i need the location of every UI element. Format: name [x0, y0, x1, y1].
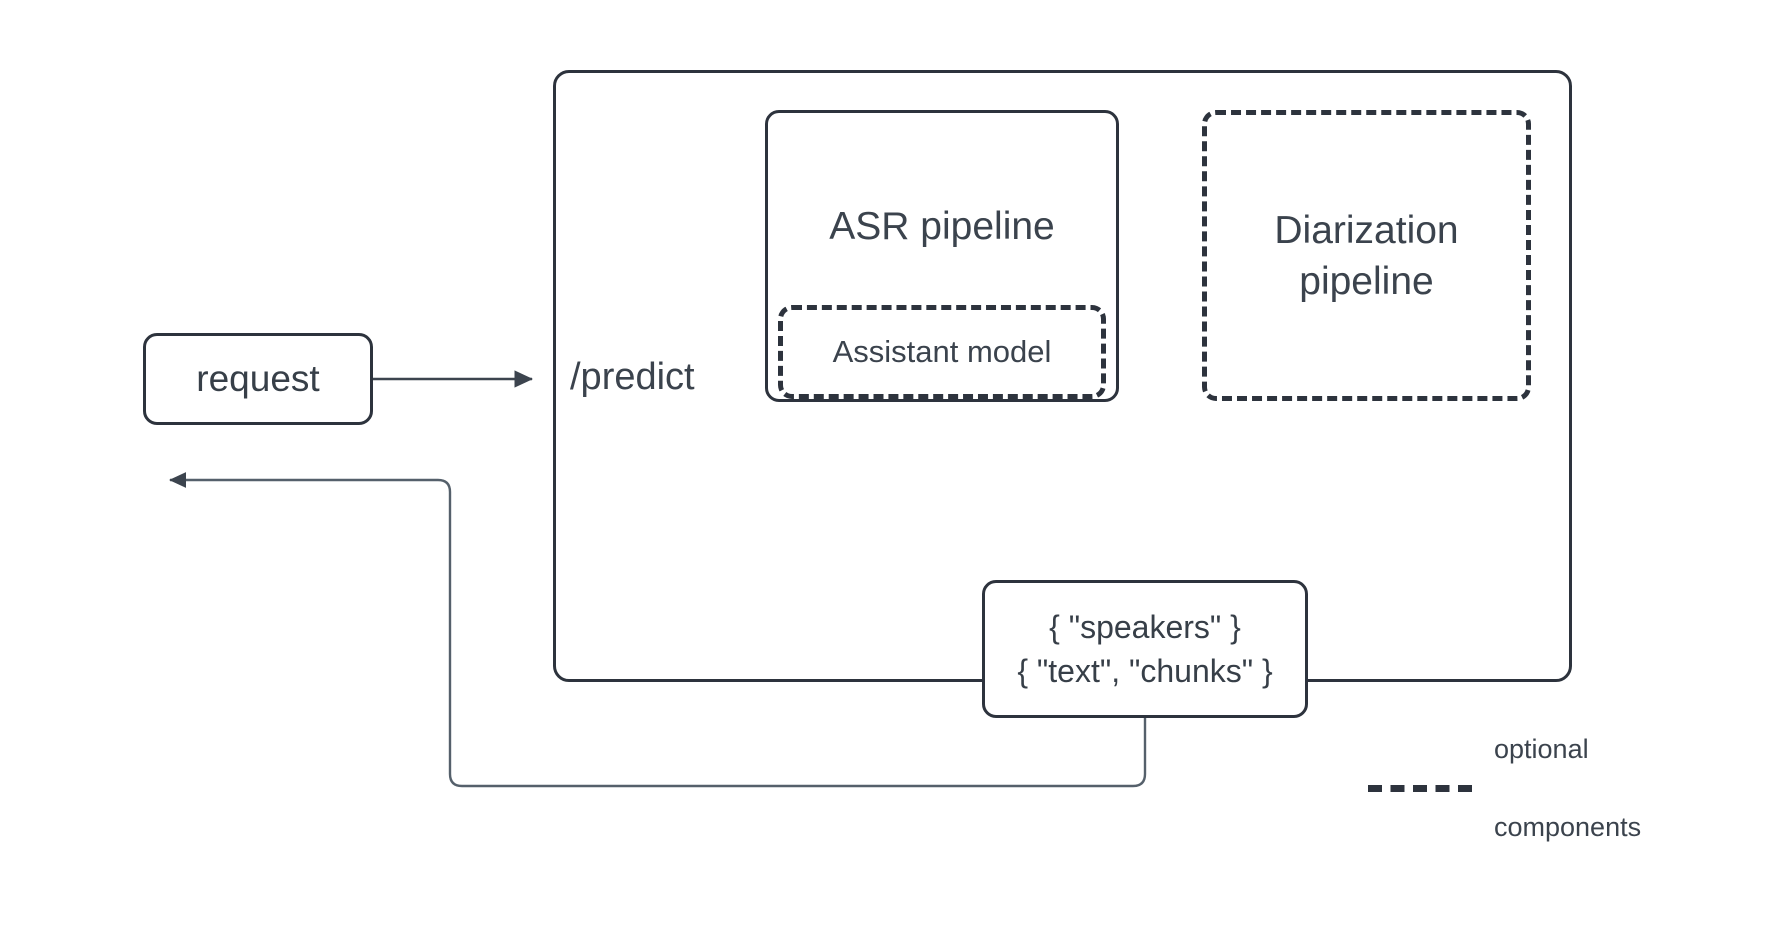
- assistant-model-node[interactable]: Assistant model: [778, 305, 1106, 399]
- output-payload-node[interactable]: { "speakers" } { "text", "chunks" }: [982, 580, 1308, 718]
- predict-endpoint-label: /predict: [570, 356, 695, 398]
- asr-pipeline-label: ASR pipeline: [829, 205, 1055, 248]
- legend-label-line2: components: [1494, 811, 1642, 842]
- request-node[interactable]: request: [143, 333, 373, 425]
- diarization-pipeline-label-line1: Diarization: [1274, 208, 1459, 252]
- request-label: request: [196, 358, 320, 399]
- dashed-line-swatch-icon: [1368, 784, 1472, 792]
- legend: optional components: [1368, 734, 1768, 842]
- legend-label: optional components: [1494, 691, 1641, 886]
- output-text-chunks-label: { "text", "chunks" }: [1017, 653, 1273, 689]
- diarization-pipeline-label-line2: pipeline: [1299, 259, 1434, 303]
- legend-label-line1: optional: [1494, 733, 1589, 764]
- assistant-model-label: Assistant model: [832, 334, 1052, 369]
- output-speakers-label: { "speakers" }: [1049, 609, 1241, 645]
- diarization-pipeline-node[interactable]: Diarization pipeline: [1202, 110, 1531, 401]
